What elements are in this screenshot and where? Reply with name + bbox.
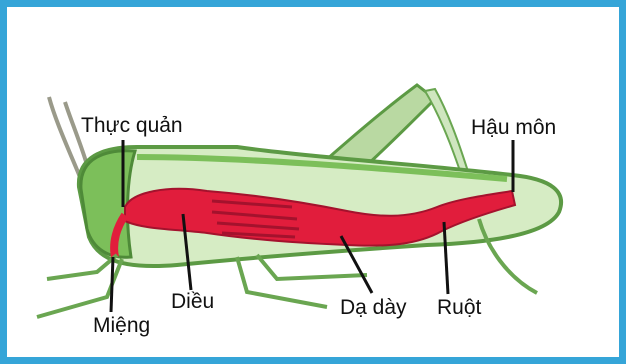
label-crop: Diều — [171, 291, 214, 312]
grasshopper-digestive-diagram — [7, 7, 619, 357]
label-intestine: Ruột — [437, 297, 481, 318]
label-esophagus: Thực quản — [81, 115, 183, 136]
label-stomach: Dạ dày — [340, 297, 407, 318]
mouth-pointer — [111, 257, 113, 312]
label-mouth: Miệng — [93, 315, 150, 336]
label-anus: Hậu môn — [471, 117, 556, 138]
